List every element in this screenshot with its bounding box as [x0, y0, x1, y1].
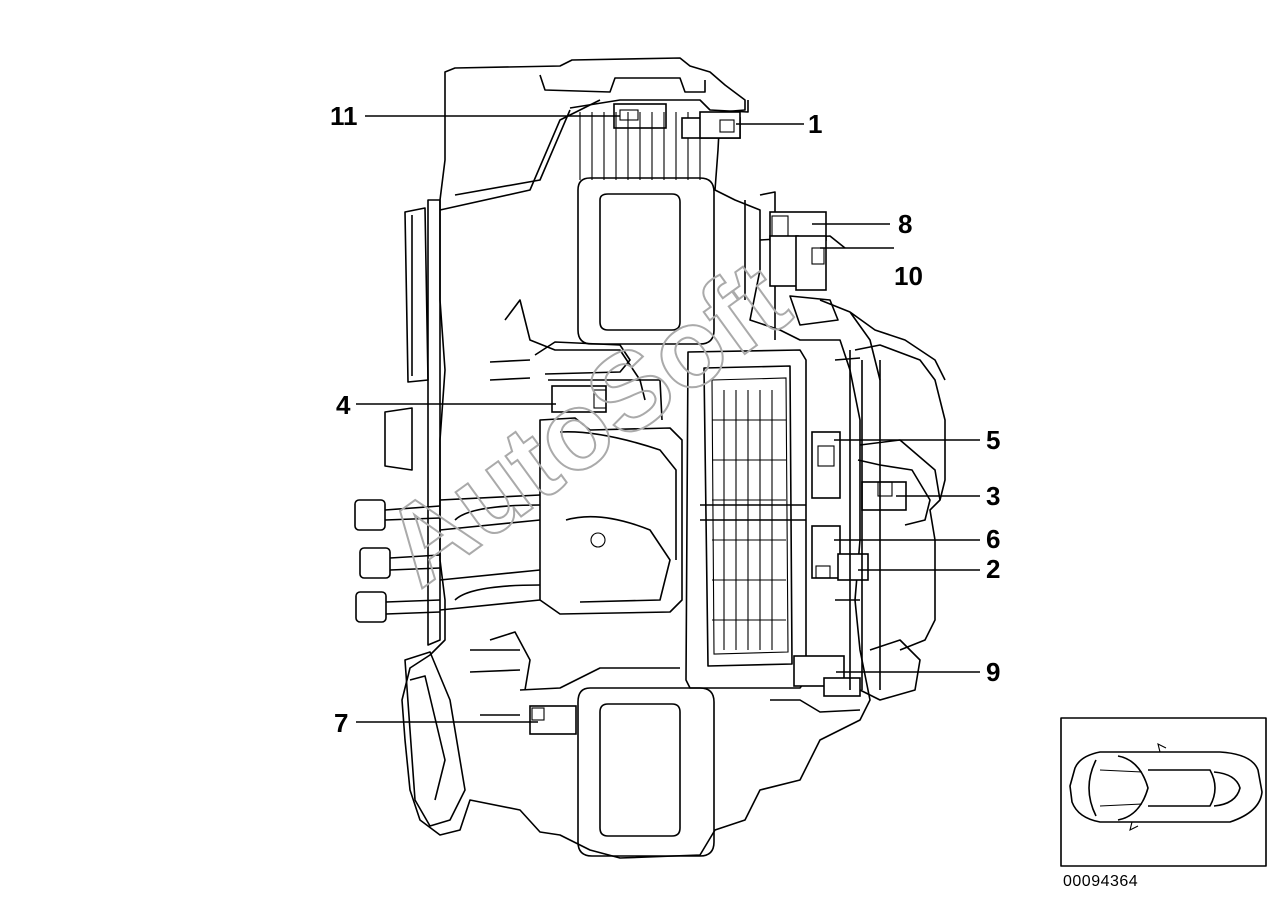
- callout-6: 6: [986, 524, 1000, 554]
- callout-8: 8: [898, 209, 912, 239]
- watermark: AutoSoft: [362, 237, 810, 609]
- leader-lines: [356, 115, 980, 723]
- callout-11: 11: [330, 101, 358, 131]
- vehicle-location-inset: [1060, 717, 1267, 867]
- car-top-view-icon: [1069, 742, 1263, 832]
- callout-1: 1: [808, 109, 822, 139]
- callout-2: 2: [986, 554, 1000, 584]
- callout-5: 5: [986, 425, 1000, 455]
- heater-housing: [354, 57, 946, 859]
- part-number: 00094364: [1063, 873, 1138, 890]
- callout-9: 9: [986, 657, 1000, 687]
- callout-10: 10: [894, 261, 923, 291]
- callout-4: 4: [336, 390, 351, 420]
- inset-frame: [1060, 717, 1267, 867]
- callout-labels: 11 1 8 10 4 5 3 6 2 9 7: [330, 101, 1000, 738]
- callout-7: 7: [334, 708, 348, 738]
- callout-3: 3: [986, 481, 1000, 511]
